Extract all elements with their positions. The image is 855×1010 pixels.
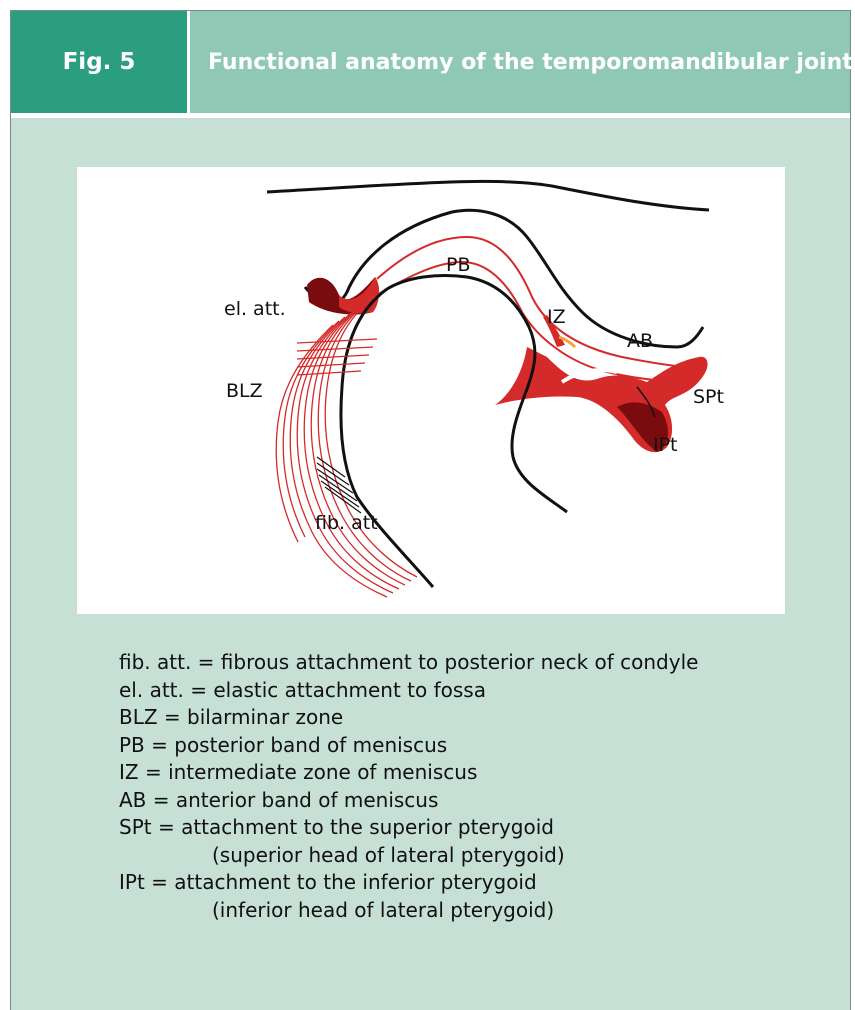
figure-title: Functional anatomy of the temporomandibu…	[208, 11, 853, 113]
label-iz: IZ	[547, 306, 566, 328]
label-spt: SPt	[693, 386, 724, 408]
label-ipt: IPt	[653, 434, 678, 456]
legend: fib. att. = fibrous attachment to poster…	[119, 649, 698, 924]
legend-item-pb: PB = posterior band of meniscus	[119, 732, 698, 760]
anatomy-illustration: el. att. PB IZ AB BLZ SPt IPt fib. att.	[77, 167, 785, 614]
label-blz: BLZ	[226, 380, 263, 402]
label-el-att: el. att.	[224, 298, 286, 320]
legend-item-el-att: el. att. = elastic attachment to fossa	[119, 677, 698, 705]
label-ab: AB	[627, 330, 653, 352]
skull-contour	[267, 181, 709, 210]
label-fib-att: fib. att.	[315, 512, 384, 534]
figure-panel: Fig. 5 Functional anatomy of the temporo…	[10, 10, 851, 1010]
tmj-diagram: el. att. PB IZ AB BLZ SPt IPt fib. att.	[77, 167, 785, 614]
label-pb: PB	[446, 254, 471, 276]
legend-item-ab: AB = anterior band of meniscus	[119, 787, 698, 815]
legend-item-spt: SPt = attachment to the superior pterygo…	[119, 814, 698, 842]
legend-item-ipt: IPt = attachment to the inferior pterygo…	[119, 869, 698, 897]
legend-item-spt-detail: (superior head of lateral pterygoid)	[119, 842, 698, 870]
figure-header: Fig. 5 Functional anatomy of the temporo…	[11, 11, 850, 118]
condyle-outline	[341, 276, 567, 588]
fossa-outline	[305, 210, 703, 347]
legend-item-blz: BLZ = bilarminar zone	[119, 704, 698, 732]
legend-item-ipt-detail: (inferior head of lateral pterygoid)	[119, 897, 698, 925]
legend-item-iz: IZ = intermediate zone of meniscus	[119, 759, 698, 787]
bilaminar-zone-lines	[276, 297, 417, 597]
legend-item-fib-att: fib. att. = fibrous attachment to poster…	[119, 649, 698, 677]
figure-number: Fig. 5	[11, 11, 190, 113]
